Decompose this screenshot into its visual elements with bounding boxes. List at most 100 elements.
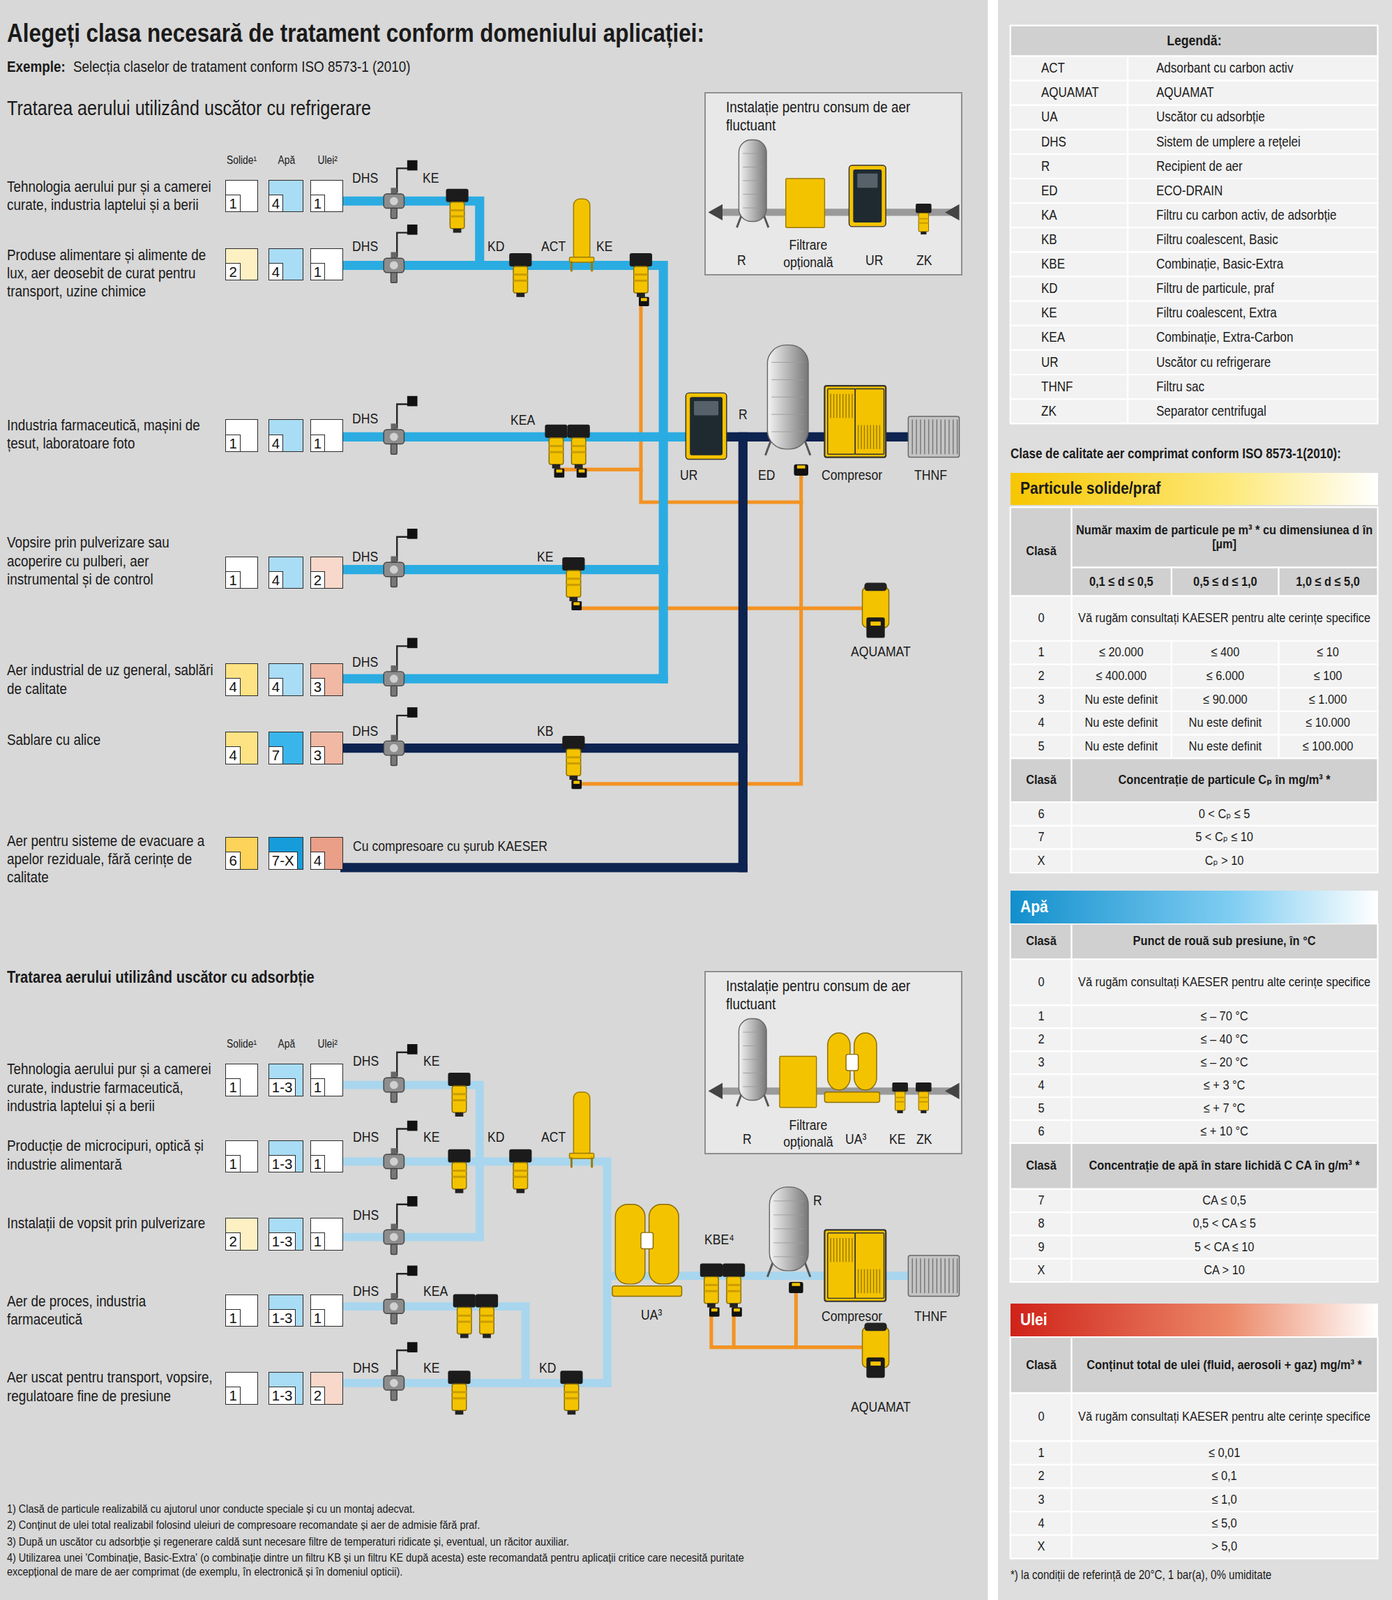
eco-drain (788, 1281, 803, 1293)
coalescing-filter (447, 1072, 471, 1086)
compressor (879, 424, 881, 449)
combination-filter (700, 1263, 723, 1317)
centrifugal-separator (915, 203, 932, 235)
table-cell (1127, 251, 1379, 277)
network-fill-valve (396, 168, 408, 193)
combination-filter (554, 468, 565, 478)
table-cell (1071, 1488, 1379, 1512)
table-cell (1010, 1534, 1072, 1559)
table-cell (1010, 825, 1072, 850)
label-text: KEA (510, 411, 572, 429)
bag-filter (911, 419, 913, 455)
compressor (875, 424, 877, 449)
label-text: 4) Utilizarea unei 'Combinație, Basic-Ex… (6, 1551, 793, 1579)
network-fill-valve (389, 261, 399, 270)
label-text: CA > 10 (1073, 1258, 1376, 1282)
table-cell (1071, 1212, 1379, 1236)
label-text: KE (596, 237, 658, 256)
table-cell (1071, 567, 1172, 597)
activated-carbon-adsorber (570, 1156, 573, 1168)
combination-filter (571, 451, 586, 454)
class-box: 1-3 (268, 1140, 304, 1174)
label-text: DHS (352, 1282, 415, 1300)
label-text: KE (423, 1128, 485, 1146)
compressor (848, 394, 850, 418)
table-cell (1071, 849, 1379, 874)
activated-carbon-adsorber (573, 198, 590, 261)
label-text: ≤ + 10 °C (1073, 1120, 1376, 1144)
network-fill-valve (383, 1154, 404, 1169)
combination-filter (475, 1294, 498, 1308)
label-text: THNF (914, 1307, 976, 1326)
compressor (857, 424, 859, 449)
network-fill-valve (396, 403, 408, 429)
air-receiver (773, 1256, 805, 1257)
label-text: 4 (1012, 711, 1070, 736)
flow-arrow (944, 1083, 959, 1100)
class-value: 2 (311, 571, 325, 589)
label-text: Concentrație de apă în stare lichidă C C… (1073, 1143, 1376, 1190)
network-fill-valve (407, 638, 418, 649)
compressor (827, 1232, 856, 1299)
table-cell (1010, 251, 1128, 277)
compressor (866, 424, 868, 449)
air-receiver (771, 361, 805, 363)
label-text: ≤ 1.000 (1280, 687, 1376, 712)
pipe (345, 564, 664, 574)
table-cell (1071, 1143, 1379, 1190)
table-cell (1010, 1336, 1072, 1393)
coalescing-filter (569, 775, 579, 780)
label-text: Industria farmaceutică, mașini de țesut,… (6, 416, 224, 454)
table-cell (1010, 849, 1072, 874)
coalescing-filter (894, 1101, 905, 1103)
label-text: Solide¹ (216, 153, 268, 167)
label-text: Aer industrial de uz general, sablări de… (6, 661, 224, 699)
network-fill-valve (389, 565, 399, 574)
compressor (824, 385, 886, 457)
table-cell (1010, 350, 1128, 375)
class-box: 2 (225, 248, 259, 282)
air-receiver (742, 207, 763, 209)
coalescing-filter (571, 779, 582, 789)
class-value: 1-3 (269, 1078, 297, 1096)
network-fill-valve (396, 536, 408, 562)
table-cell (1010, 25, 1379, 57)
class-box: 7-X (268, 836, 304, 870)
network-fill-valve (383, 707, 418, 766)
pipe (345, 200, 480, 266)
table-cell (1279, 711, 1379, 736)
label-text: Clase de calitate aer comprimat conform … (1010, 445, 1388, 463)
class-box: 1 (225, 1371, 259, 1405)
coalescing-filter (451, 1175, 466, 1178)
label-text: KEA (1041, 325, 1123, 351)
combination-filter (479, 1314, 494, 1317)
table-cell (1010, 129, 1128, 155)
network-fill-valve (390, 735, 397, 742)
class-box: 7 (268, 731, 304, 765)
network-fill-valve (390, 1389, 397, 1401)
class-value: 1 (225, 1386, 240, 1404)
air-receiver (737, 139, 769, 228)
network-fill-valve (383, 528, 418, 587)
coalescing-filter (451, 1169, 466, 1172)
label-text: Cu compresoare cu șurub KAESER (352, 837, 415, 856)
label-text: X (1012, 1258, 1070, 1282)
inset-ground (704, 970, 963, 1155)
table-cell (1279, 735, 1379, 759)
table-cell (1010, 640, 1072, 665)
label-text: Combinație, Extra-Carbon (1156, 325, 1373, 351)
label-text: KE (1041, 301, 1123, 326)
table-cell (1010, 154, 1128, 179)
compressor (829, 1237, 831, 1262)
air-receiver (742, 152, 763, 154)
label-text: Conținut total de ulei (fluid, aerosoli … (1073, 1336, 1376, 1393)
flow-arrow (708, 204, 723, 221)
label-text: DHS (352, 410, 414, 428)
label-text: ≤ 1,0 (1073, 1488, 1376, 1512)
bag-filter (932, 1258, 934, 1293)
label-text: DHS (352, 169, 414, 187)
class-value: 6 (225, 851, 240, 869)
table-cell (1127, 129, 1379, 155)
label-text: Uscător cu adsorbție (1156, 105, 1373, 130)
label-text: UA (1041, 105, 1123, 130)
